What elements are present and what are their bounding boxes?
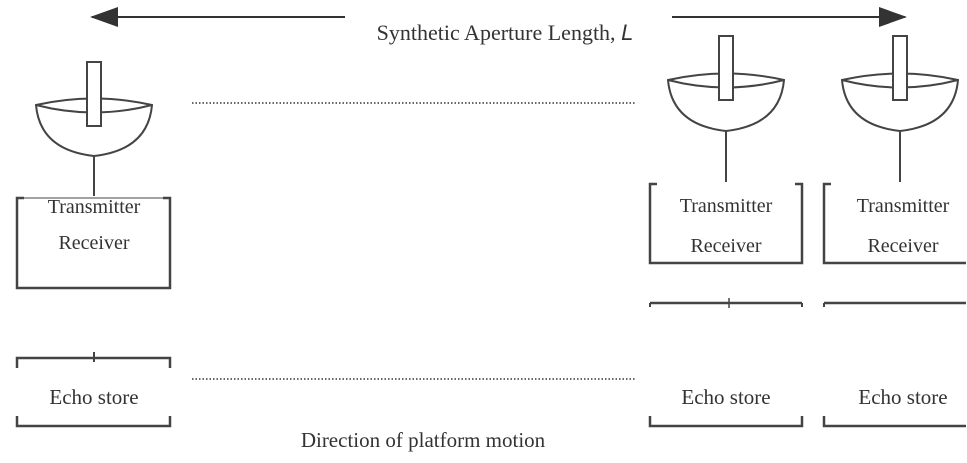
antenna-dish-icon (666, 35, 786, 133)
radar-unit-3: Transmitter Receiver Echo store (822, 35, 966, 428)
receiver-label: Receiver (690, 235, 761, 257)
antenna-dish-icon (840, 35, 960, 133)
echo-store-label: Echo store (49, 385, 138, 409)
transmitter-receiver-box (648, 182, 804, 265)
receiver-label: Receiver (867, 235, 938, 257)
platform-motion-caption: Direction of platform motion (301, 428, 546, 452)
radar-unit-2: Transmitter Receiver Echo store (648, 35, 804, 428)
echo-store-label: Echo store (681, 385, 770, 409)
echo-store-box (822, 416, 966, 428)
antenna-dish-icon (34, 61, 154, 158)
echo-store-label: Echo store (858, 385, 947, 409)
transmitter-receiver-box (15, 196, 172, 290)
receiver-label: Receiver (58, 232, 129, 254)
radar-unit-1: Transmitter Receiver Echo store (15, 61, 172, 428)
transmitter-label: Transmitter (680, 195, 773, 217)
transmitter-label: Transmitter (857, 195, 950, 217)
aperture-label: Synthetic Aperture Length, L (377, 20, 634, 45)
transmitter-label: Transmitter (48, 196, 141, 218)
echo-store-box (15, 356, 172, 428)
echo-store-box (648, 416, 804, 428)
transmitter-receiver-box (822, 182, 966, 265)
